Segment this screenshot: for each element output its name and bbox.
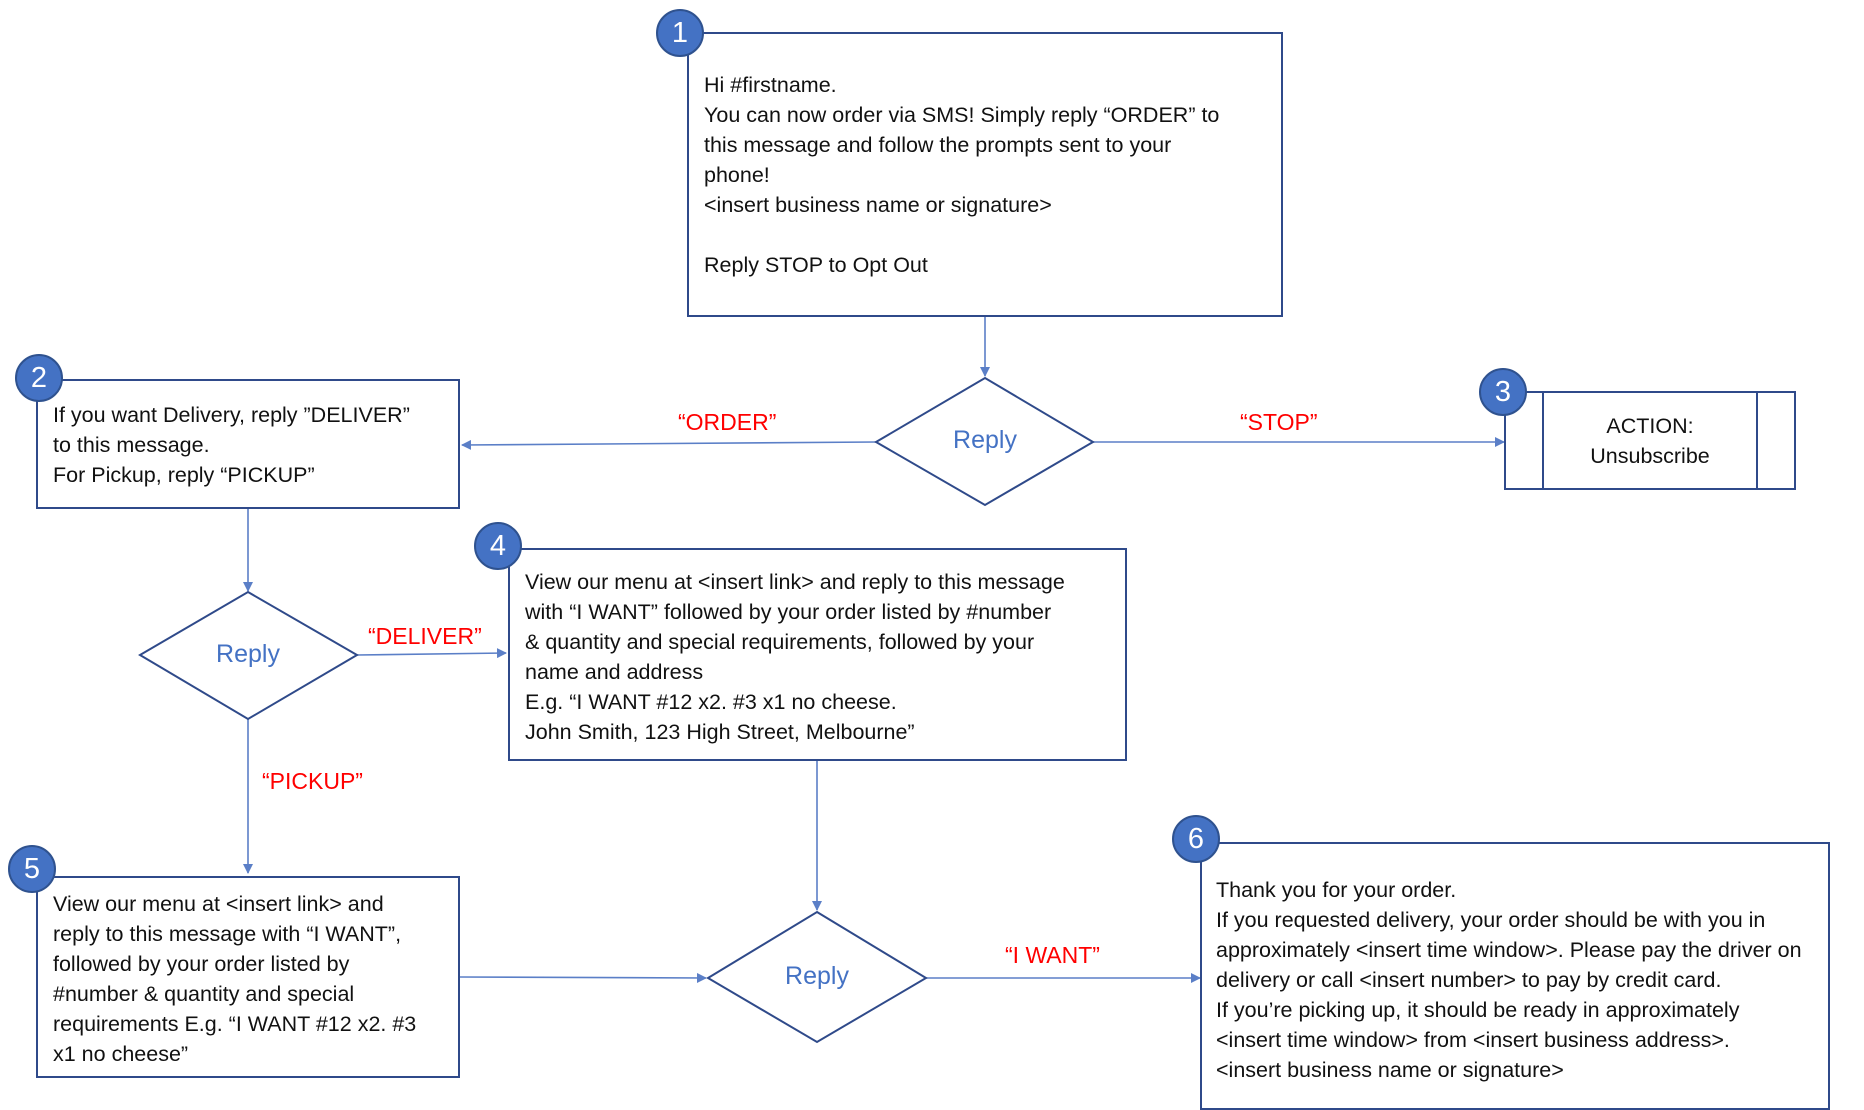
step-2-badge: 2	[15, 354, 63, 402]
reply-decision-2	[138, 590, 359, 721]
step-1-line: this message and follow the prompts sent…	[704, 133, 1172, 157]
edge-label-pickup: “PICKUP”	[262, 768, 363, 794]
step-5-line: #number & quantity and special	[53, 982, 355, 1006]
arrow-reply1-to-step2	[461, 439, 877, 450]
step-1-message-box: Hi #firstname. You can now order via SMS…	[687, 32, 1283, 317]
step-4-line: E.g. “I WANT #12 x2. #3 x1 no cheese.	[525, 690, 897, 714]
step-3-action-box: ACTION: Unsubscribe	[1504, 391, 1796, 490]
arrow-step5-to-reply3	[459, 972, 707, 983]
step-4-line: John Smith, 123 High Street, Melbourne”	[525, 720, 915, 744]
step-5-line: reply to this message with “I WANT”,	[53, 922, 402, 946]
reply-decision-2-label: Reply	[216, 640, 280, 668]
step-4-line: with “I WANT” followed by your order lis…	[525, 600, 1052, 624]
step-5-message-box: View our menu at <insert link> and reply…	[36, 876, 460, 1078]
step-5-badge: 5	[8, 845, 56, 893]
step-6-line: approximately <insert time window>. Plea…	[1216, 938, 1802, 962]
step-3-action-content: ACTION: Unsubscribe	[1542, 393, 1758, 488]
reply-decision-1-label: Reply	[953, 426, 1017, 454]
reply-decision-3-label: Reply	[785, 962, 849, 990]
step-1-line: Hi #firstname.	[704, 73, 837, 97]
edge-label-order: “ORDER”	[678, 409, 777, 435]
step-6-line: If you’re picking up, it should be ready…	[1216, 998, 1740, 1022]
step-1-line: Reply STOP to Opt Out	[704, 253, 928, 277]
step-1-line	[704, 220, 1281, 250]
edge-label-deliver: “DELIVER”	[368, 623, 482, 649]
step-2-message-box: If you want Delivery, reply ”DELIVER” to…	[36, 379, 460, 509]
step-2-line: to this message.	[53, 433, 210, 457]
edge-label-i-want: “I WANT”	[1005, 942, 1100, 968]
step-3-line: Unsubscribe	[1590, 443, 1710, 468]
reply-decision-1	[874, 376, 1095, 507]
step-4-message-box: View our menu at <insert link> and reply…	[508, 548, 1127, 761]
step-6-line: <insert time window> from <insert busine…	[1216, 1028, 1730, 1052]
step-2-line: If you want Delivery, reply ”DELIVER”	[53, 403, 410, 427]
step-4-badge: 4	[474, 522, 522, 570]
step-5-line: x1 no cheese”	[53, 1042, 189, 1066]
step-5-line: requirements E.g. “I WANT #12 x2. #3	[53, 1012, 417, 1036]
step-4-line: View our menu at <insert link> and reply…	[525, 570, 1065, 594]
step-1-line: <insert business name or signature>	[704, 193, 1052, 217]
edge-label-stop: “STOP”	[1240, 409, 1318, 435]
step-3-line: ACTION:	[1606, 413, 1694, 438]
step-1-line: phone!	[704, 163, 770, 187]
step-6-line: <insert business name or signature>	[1216, 1058, 1564, 1082]
step-5-line: followed by your order listed by	[53, 952, 350, 976]
step-6-badge: 6	[1172, 815, 1220, 863]
step-6-line: Thank you for your order.	[1216, 878, 1457, 902]
step-6-line: delivery or call <insert number> to pay …	[1216, 968, 1722, 992]
reply-decision-3	[706, 910, 928, 1044]
step-6-line: If you requested delivery, your order sh…	[1216, 908, 1766, 932]
step-4-line: & quantity and special requirements, fol…	[525, 630, 1035, 654]
step-6-message-box: Thank you for your order. If you request…	[1200, 842, 1830, 1110]
step-2-line: For Pickup, reply “PICKUP”	[53, 463, 315, 487]
step-4-line: name and address	[525, 660, 704, 684]
arrow-reply2-to-step4	[356, 648, 507, 659]
step-1-badge: 1	[656, 9, 704, 57]
step-3-badge: 3	[1479, 368, 1527, 416]
step-1-line: You can now order via SMS! Simply reply …	[704, 103, 1220, 127]
step-5-line: View our menu at <insert link> and	[53, 892, 384, 916]
